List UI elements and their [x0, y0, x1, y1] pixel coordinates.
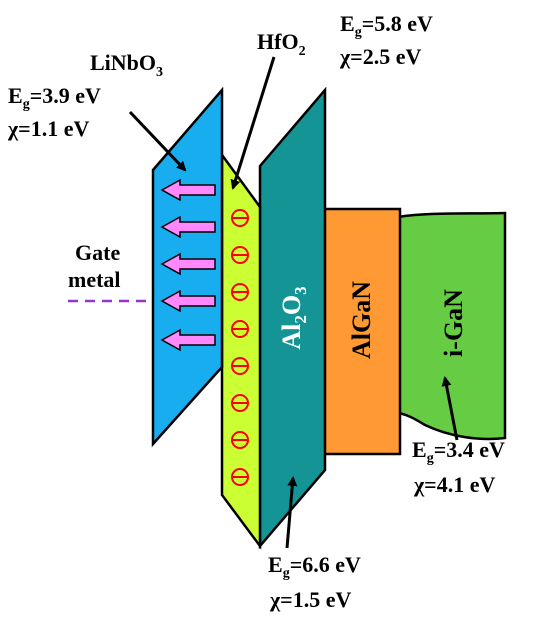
- polarization-arrow: [160, 215, 216, 239]
- hfo2-eg: Eg=5.8 eV: [340, 11, 433, 40]
- linbo3-title: LiNbO3: [90, 50, 163, 80]
- polarization-arrows: [160, 178, 216, 352]
- polarization-arrow: [160, 328, 216, 352]
- igan-eg: Eg=3.4 eV: [412, 437, 505, 466]
- algan-label: AlGaN: [347, 281, 376, 359]
- hfo2-pointer-arrow: [230, 56, 276, 190]
- charge-symbol: [231, 246, 249, 264]
- polarization-arrow: [160, 178, 216, 202]
- gate-metal-label: metal: [68, 267, 121, 292]
- igan-band: [396, 211, 507, 441]
- polarization-arrow: [160, 252, 216, 276]
- hfo2-band: [220, 151, 262, 550]
- igan-label: i-GaN: [439, 289, 468, 357]
- linbo3-chi: χ=1.1 eV: [7, 116, 89, 141]
- linbo3-pointer-arrow: [128, 110, 187, 172]
- hfo2-chi: χ=2.5 eV: [339, 44, 421, 69]
- hfo2-title: HfO2: [257, 29, 306, 59]
- polarization-arrow: [160, 289, 216, 313]
- charge-symbol: [231, 283, 249, 301]
- charge-symbol: [231, 431, 249, 449]
- igan-chi: χ=4.1 eV: [413, 472, 495, 497]
- charge-symbol: [231, 357, 249, 375]
- charge-symbol: [231, 320, 249, 338]
- al2o3-eg: Eg=6.6 eV: [268, 552, 361, 581]
- charge-symbol: [231, 209, 249, 227]
- negative-charges: [231, 209, 249, 486]
- al2o3-pointer-arrow: [285, 476, 298, 549]
- charge-symbol: [231, 468, 249, 486]
- linbo3-eg: Eg=3.9 eV: [8, 83, 101, 112]
- gate-metal-label: Gate: [75, 240, 120, 265]
- al2o3-label: Al2O3: [277, 286, 310, 349]
- igan-pointer-arrow: [441, 376, 459, 441]
- charge-symbol: [231, 394, 249, 412]
- algan-band: [320, 207, 402, 456]
- al2o3-chi: χ=1.5 eV: [269, 587, 351, 612]
